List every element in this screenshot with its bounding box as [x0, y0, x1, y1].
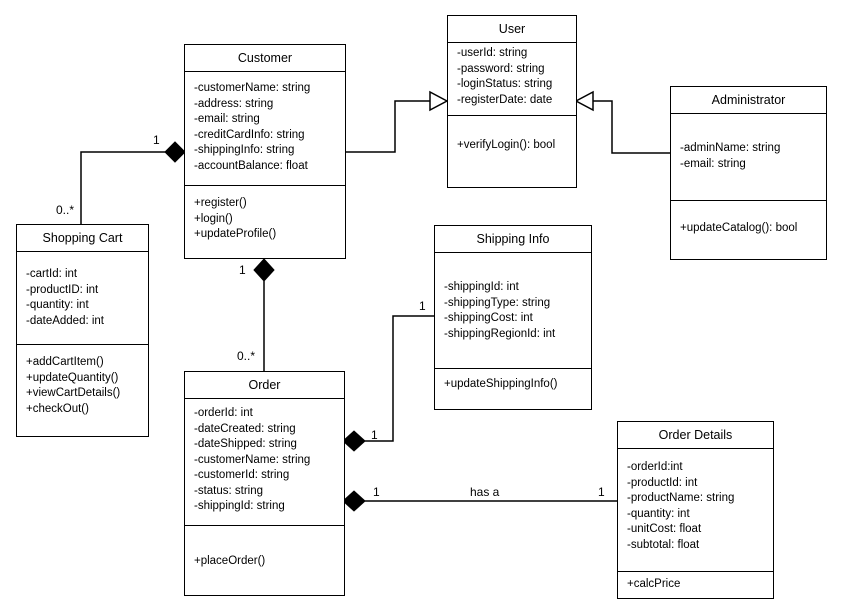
user-attributes: -userId: string -password: string -loginSt… — [448, 43, 576, 116]
order-class-name: Order — [185, 372, 344, 399]
user-class-name: User — [448, 16, 576, 43]
customer-user-generalization-arrowhead — [429, 90, 449, 112]
multiplicity-customer-order-customer-end: 1 — [239, 263, 246, 277]
class-attribute: -orderId:int — [627, 461, 683, 473]
multiplicity-order-details-order-end: 1 — [373, 485, 380, 499]
class-attribute: -orderId: int — [194, 407, 253, 419]
class-attribute: -subtotal: float — [627, 538, 700, 551]
class-attribute: -customerName: string — [194, 453, 311, 466]
class-attribute: -shippingCost: int — [444, 312, 533, 324]
order-shipping-composition-diamond — [342, 430, 366, 452]
customer-user-generalization-line — [346, 100, 430, 153]
class-operation: +calcPrice — [627, 578, 681, 590]
class-operation: +updateCatalog(): bool — [680, 222, 798, 234]
admin-user-generalization-line — [593, 100, 670, 154]
class-operation: +checkOut() — [26, 402, 89, 415]
class-operation: +login() — [194, 212, 233, 225]
class-attribute: -productId: int — [627, 476, 698, 489]
class-attribute: -email: string — [194, 113, 260, 125]
customer-attributes: -customerName: string -address: string -em… — [185, 72, 345, 186]
administrator-attributes: -adminName: string -email: string — [671, 114, 826, 201]
class-attribute: -registerDate: date — [457, 93, 553, 106]
class-attribute: -cartId: int — [26, 268, 78, 280]
multiplicity-order-details-details-end: 1 — [598, 485, 605, 499]
class-attribute: -accountBalance: float — [194, 159, 308, 172]
shopping-cart-attributes: -cartId: int -productID: int -quantity: in… — [17, 252, 148, 345]
order-attributes: -orderId: int -dateCreated: string -dateSh… — [185, 399, 344, 526]
class-operation: +addCartItem() — [26, 356, 104, 368]
customer-class-name: Customer — [185, 45, 345, 72]
class-operation: +updateProfile() — [194, 228, 277, 240]
order-class: Order -orderId: int-dateCreated: string-… — [184, 371, 345, 596]
class-attribute: -quantity: int — [26, 299, 89, 311]
class-attribute: -status: string — [194, 484, 264, 497]
user-operations: +verifyLogin(): bool — [448, 116, 576, 154]
class-attribute: -dateShipped: string — [194, 438, 297, 450]
order-details-attributes: -orderId:int -productId: int -productName:… — [618, 449, 773, 572]
class-attribute: -shippingId: int — [444, 281, 519, 293]
multiplicity-order-shipping-shipping-end: 1 — [419, 299, 426, 313]
order-details-class-name: Order Details — [618, 422, 773, 449]
order-details-class: Order Details -orderId:int -productId: in… — [617, 421, 774, 599]
shipping-info-class-name: Shipping Info — [435, 226, 591, 253]
class-operation: +updateShippingInfo() — [444, 378, 558, 390]
class-attribute: -email: string — [680, 157, 746, 170]
shipping-info-attributes: -shippingId: int -shippingType: string -sh… — [435, 253, 591, 369]
class-attribute: -loginStatus: string — [457, 78, 553, 90]
class-operation: +register() — [194, 197, 247, 209]
class-attribute: -customerId: string — [194, 469, 290, 481]
administrator-operations: +updateCatalog(): bool — [671, 201, 826, 237]
class-attribute: -customerName: string — [194, 82, 311, 94]
class-attribute: -quantity: int — [627, 507, 690, 520]
customer-order-composition-diamond — [253, 258, 275, 282]
customer-cart-composition-diamond — [164, 141, 186, 163]
shopping-cart-class-name: Shopping Cart — [17, 225, 148, 252]
class-attribute: -address: string — [194, 97, 274, 110]
class-operation: +verifyLogin(): bool — [457, 139, 556, 151]
multiplicity-order-shipping-order-end: 1 — [371, 428, 378, 442]
class-attribute: -dateAdded: int — [26, 314, 105, 327]
class-attribute: -userId: string — [457, 47, 528, 59]
class-attribute: -unitCost: float — [627, 523, 702, 535]
administrator-class-name: Administrator — [671, 87, 826, 114]
class-attribute: -productID: int — [26, 283, 99, 296]
class-attribute: -shippingInfo: string — [194, 144, 295, 156]
order-operations: +placeOrder() — [185, 526, 344, 570]
class-attribute: -productName: string — [627, 492, 735, 504]
class-attribute: -shippingId: string — [194, 500, 285, 512]
class-attribute: -creditCardInfo: string — [194, 128, 305, 141]
shopping-cart-operations: +addCartItem() +updateQuantity() +viewCart… — [17, 345, 148, 417]
class-operation: +updateQuantity() — [26, 371, 119, 384]
class-attribute: -password: string — [457, 62, 545, 75]
admin-user-generalization-arrowhead — [574, 90, 594, 112]
shipping-info-operations: +updateShippingInfo() — [435, 369, 591, 393]
class-attribute: -shippingType: string — [444, 296, 551, 309]
multiplicity-customer-order-order-end: 0..* — [237, 349, 256, 363]
order-details-operations: +calcPrice — [618, 572, 773, 593]
customer-cart-composition-line — [80, 151, 165, 224]
customer-operations: +register() +login() +updateProfile() — [185, 186, 345, 243]
customer-class: Customer -customerName: string -address: … — [184, 44, 346, 259]
multiplicity-customer-cart-customer-end: 1 — [153, 133, 160, 147]
class-attribute: -dateCreated: string — [194, 422, 296, 435]
class-attribute: -shippingRegionId: int — [444, 327, 556, 340]
class-attribute: -adminName: string — [680, 142, 781, 154]
user-class: User -userId: string -password: string -lo… — [447, 15, 577, 188]
association-label-has-a: has a — [470, 485, 500, 499]
class-operation: +viewCartDetails() — [26, 387, 121, 399]
multiplicity-customer-cart-cart-end: 0..* — [56, 203, 75, 217]
administrator-class: Administrator -adminName: string -email: … — [670, 86, 827, 260]
order-shipping-composition-line — [365, 315, 434, 442]
shipping-info-class: Shipping Info -shippingId: int -shippingT… — [434, 225, 592, 410]
class-operation: +placeOrder() — [194, 555, 266, 567]
order-details-composition-diamond — [342, 490, 366, 512]
shopping-cart-class: Shopping Cart -cartId: int -productID: in… — [16, 224, 149, 437]
